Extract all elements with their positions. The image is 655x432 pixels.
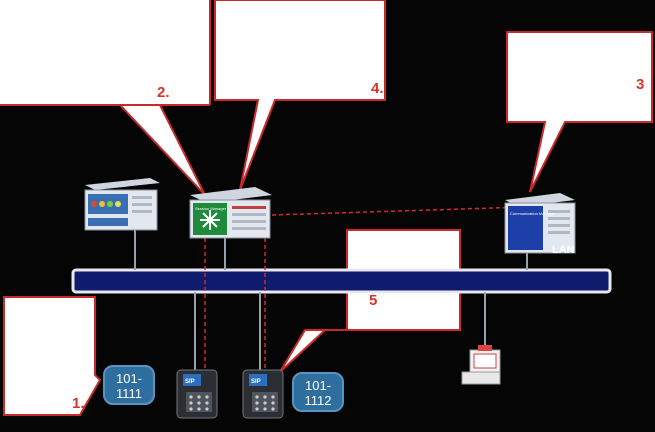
callout-1-box	[3, 296, 102, 416]
extension-badge-right: 101- 1112	[292, 372, 344, 412]
communication-manager-server	[504, 193, 576, 254]
session-manager-label: Session Manager	[195, 206, 227, 211]
computer-icon	[461, 345, 501, 385]
communication-manager-label: Communication Manager	[510, 211, 555, 216]
callout-2-box	[0, 0, 210, 105]
callout-5-number: 5	[369, 292, 378, 309]
sip-trunk-link	[271, 206, 526, 216]
callout-1-number: 1.	[72, 395, 85, 412]
lan-label: LAN	[552, 244, 575, 256]
callout-4-number: 4.	[371, 80, 384, 97]
phone-1-badge: SIP	[185, 379, 195, 385]
callout-3-number: 3	[636, 76, 645, 93]
lan-bus	[71, 268, 612, 294]
callout-5-box	[279, 229, 461, 373]
extension-badge-left: 101- 1111	[103, 365, 155, 405]
session-manager-server	[189, 187, 272, 239]
callout-3-box	[506, 31, 653, 193]
callout-2-pointer	[117, 104, 206, 196]
callout-2-number: 2.	[157, 84, 170, 101]
phone-2-badge: SIP	[251, 379, 261, 385]
sip-phone-2	[242, 369, 284, 419]
sip-phone-1	[176, 369, 218, 419]
media-gateway-server	[84, 178, 160, 231]
callout-4-box	[214, 0, 386, 191]
